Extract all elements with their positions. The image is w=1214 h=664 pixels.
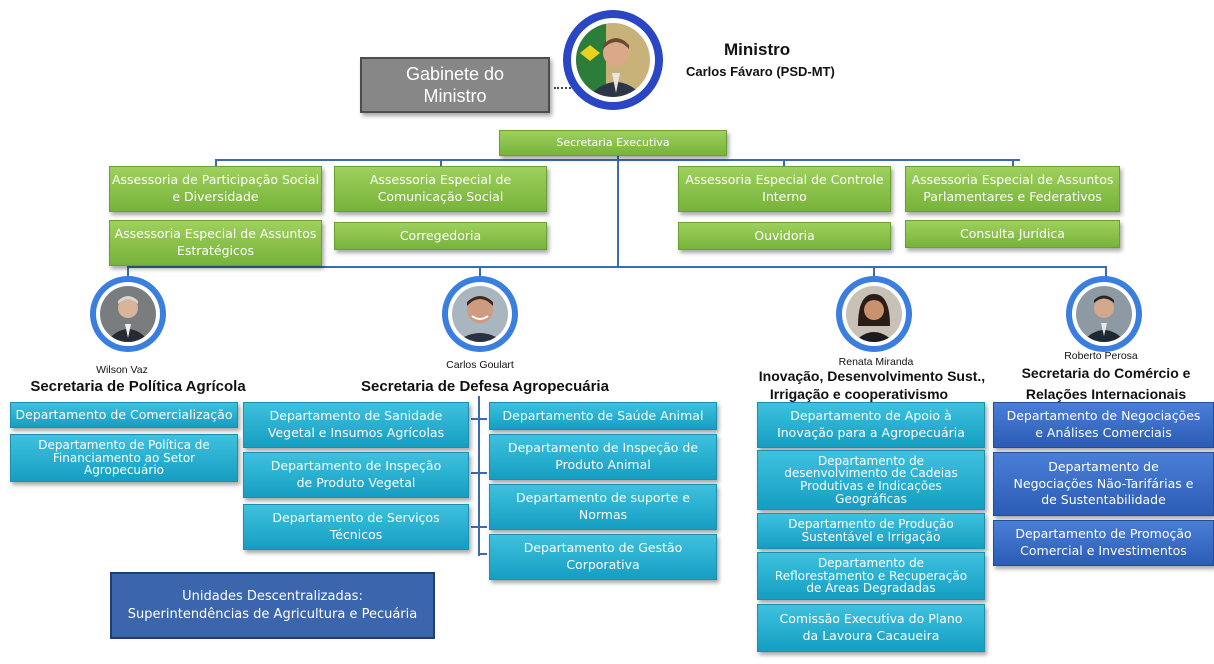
person-photo-icon [452, 286, 508, 342]
department-label: Departamento de suporte e Normas [516, 490, 690, 522]
department-box[interactable]: Departamento de desenvolvimento de Cadei… [757, 450, 985, 510]
department-label: Departamento de Negociações e Análises C… [1006, 408, 1201, 440]
secretary-name: Renata Miranda [838, 356, 914, 368]
connector-executive-trunk [617, 155, 619, 268]
gabinete-box[interactable]: Gabinete do Ministro [360, 57, 550, 113]
connector-defesa-spine [478, 396, 480, 556]
department-box[interactable]: Departamento de Serviços Técnicos [243, 504, 469, 550]
gabinete-label: Gabinete do Ministro [405, 63, 505, 107]
person-photo-icon [846, 286, 902, 342]
connector-sec-2 [479, 266, 481, 280]
connector-advisory-right-2 [1012, 159, 1014, 167]
advisory-label: Consulta Jurídica [960, 225, 1065, 241]
department-box[interactable]: Departamento de Negociações e Análises C… [993, 402, 1214, 448]
department-box[interactable]: Departamento de Gestão Corporativa [489, 534, 717, 580]
department-label: Departamento de Política de Financiament… [38, 438, 210, 478]
connector-sec-3 [873, 266, 875, 280]
department-box[interactable]: Departamento de Inspeção de Produto Vege… [243, 452, 469, 498]
department-label: Departamento de Sanidade Vegetal e Insum… [267, 408, 445, 440]
department-box[interactable]: Departamento de Comercialização [10, 402, 238, 428]
connector-advisory-bar [215, 159, 1020, 161]
advisory-label: Assessoria Especial de Comunicação Socia… [369, 172, 512, 204]
department-box[interactable]: Departamento de Negociações Não-Tarifári… [993, 452, 1214, 516]
secretary-portrait-carlos-goulart [442, 276, 518, 352]
decentralized-units-box[interactable]: Unidades Descentralizadas: Superintendên… [110, 572, 435, 639]
department-box[interactable]: Departamento de Apoio à Inovação para a … [757, 402, 985, 448]
secretariat-title: Secretaria de Defesa Agropecuária [361, 378, 609, 395]
department-label: Departamento de Promoção Comercial e Inv… [1015, 526, 1192, 558]
person-photo-icon [100, 286, 156, 342]
department-box[interactable]: Departamento de Saúde Animal [489, 402, 717, 430]
person-photo-icon [1076, 286, 1132, 342]
secretary-name: Roberto Perosa [1064, 350, 1138, 362]
advisory-label: Assessoria Especial de Controle Interno [685, 172, 884, 204]
advisory-consulta-juridica[interactable]: Consulta Jurídica [905, 220, 1120, 248]
department-label: Departamento de Apoio à Inovação para a … [777, 408, 965, 440]
connector-secretariat-bar [127, 266, 1107, 268]
secretary-name: Carlos Goulart [446, 359, 514, 371]
advisory-assuntos-parlamentares[interactable]: Assessoria Especial de Assuntos Parlamen… [905, 166, 1120, 212]
department-box[interactable]: Departamento de Produção Sustentável e I… [757, 513, 985, 549]
secretariat-title-line1: Secretaria do Comércio e [1021, 365, 1191, 381]
connector-advisory-left-2 [440, 159, 442, 167]
advisory-label: Assessoria Especial de Assuntos Estratég… [114, 226, 317, 258]
secretariat-title-line1: Inovação, Desenvolvimento Sust., [758, 368, 986, 384]
department-label: Departamento de Comercialização [15, 406, 233, 422]
department-label: Departamento de Gestão Corporativa [523, 540, 683, 572]
connector-advisory-right-1 [783, 159, 785, 167]
minister-name: Carlos Fávaro (PSD-MT) [686, 64, 835, 79]
department-box[interactable]: Departamento de Sanidade Vegetal e Insum… [243, 402, 469, 448]
advisory-label: Assessoria Especial de Assuntos Parlamen… [911, 172, 1114, 204]
secretary-portrait-renata-miranda [836, 276, 912, 352]
minister-title: Ministro [724, 40, 791, 59]
connector-sec-4 [1105, 266, 1107, 280]
advisory-label: Ouvidoria [754, 227, 815, 243]
executive-secretariat-box[interactable]: Secretaria Executiva [499, 130, 727, 156]
secretariat-title-line2: Irrigação e cooperativismo [769, 386, 949, 402]
secretary-portrait-roberto-perosa [1066, 276, 1142, 352]
advisory-controle-interno[interactable]: Assessoria Especial de Controle Interno [678, 166, 891, 212]
advisory-comunicacao-social[interactable]: Assessoria Especial de Comunicação Socia… [334, 166, 547, 212]
advisory-participacao-social[interactable]: Assessoria de Participação Social e Dive… [109, 166, 322, 212]
advisory-label: Assessoria de Participação Social e Dive… [111, 172, 320, 204]
department-label: Departamento de Negociações Não-Tarifári… [1013, 458, 1194, 508]
advisory-ouvidoria[interactable]: Ouvidoria [678, 222, 891, 250]
minister-photo-icon [576, 23, 650, 97]
minister-portrait [563, 10, 663, 110]
connector-defesa-tick-4 [479, 553, 487, 555]
department-label: Departamento de Serviços Técnicos [272, 510, 440, 542]
advisory-assuntos-estrategicos[interactable]: Assessoria Especial de Assuntos Estratég… [109, 220, 322, 266]
department-box[interactable]: Departamento de Inspeção de Produto Anim… [489, 434, 717, 480]
secretariat-title-line2: Relações Internacionais [1025, 386, 1187, 402]
department-box[interactable]: Comissão Executiva do Plano da Lavoura C… [757, 604, 985, 652]
advisory-label: Corregedoria [399, 227, 482, 243]
department-label: Departamento de desenvolvimento de Cadei… [784, 453, 958, 506]
advisory-corregedoria[interactable]: Corregedoria [334, 222, 547, 250]
department-label: Departamento de Reflorestamento e Recupe… [774, 556, 968, 596]
department-box[interactable]: Departamento de Reflorestamento e Recupe… [757, 552, 985, 600]
department-label: Departamento de Inspeção de Produto Vege… [270, 458, 442, 490]
secretary-name: Wilson Vaz [96, 364, 148, 376]
department-box[interactable]: Departamento de Política de Financiament… [10, 434, 238, 482]
secretary-portrait-wilson-vaz [90, 276, 166, 352]
department-label: Departamento de Inspeção de Produto Anim… [507, 440, 699, 472]
department-label: Departamento de Saúde Animal [502, 407, 704, 423]
connector-defesa-tick-2 [471, 472, 487, 474]
department-box[interactable]: Departamento de suporte e Normas [489, 484, 717, 530]
connector-defesa-tick-1 [471, 418, 487, 420]
department-box[interactable]: Departamento de Promoção Comercial e Inv… [993, 520, 1214, 566]
secretariat-title: Secretaria de Política Agrícola [30, 378, 246, 395]
department-label: Comissão Executiva do Plano da Lavoura C… [779, 611, 963, 643]
executive-secretariat-label: Secretaria Executiva [556, 135, 670, 149]
connector-sec-1 [127, 266, 129, 280]
connector-defesa-tick-3 [471, 526, 487, 528]
decentralized-units-label: Unidades Descentralizadas: Superintendên… [127, 588, 418, 622]
connector-advisory-left-1 [215, 159, 217, 167]
department-label: Departamento de Produção Sustentável e I… [788, 517, 954, 544]
